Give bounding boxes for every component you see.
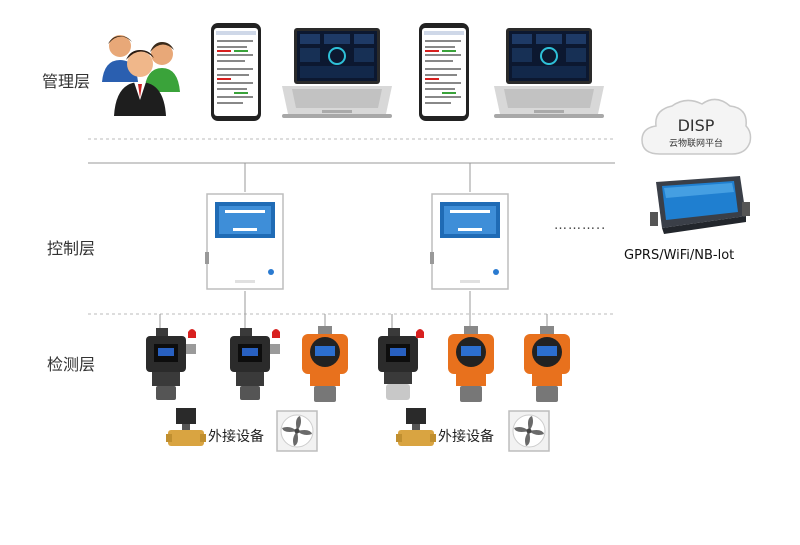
smartphone-device-2 [419, 23, 469, 121]
cloud-icon [641, 98, 752, 155]
gas-detector-orange-2 [448, 326, 494, 402]
gas-detector-black-2 [230, 328, 280, 400]
label-control-layer: 控制层 [47, 239, 96, 258]
gas-detector-black-3 [378, 328, 424, 400]
controller-cabinet-2 [430, 193, 509, 290]
label-detection-layer: 检测层 [47, 355, 96, 374]
laptop-device-1 [282, 28, 392, 118]
gateway-device-icon [650, 176, 750, 234]
laptop-device-2 [494, 28, 604, 118]
external-devices-label-2: 外接设备 [438, 429, 494, 445]
cloud-subtitle: 云物联网平台 [668, 139, 723, 149]
label-management-layer: 管理层 [42, 72, 91, 91]
external-devices-label-1: 外接设备 [208, 429, 264, 445]
exhaust-fan-icon-1 [276, 410, 318, 452]
cloud-title: DISP [677, 116, 715, 135]
solenoid-valve-icon-2 [396, 408, 436, 446]
exhaust-fan-icon-2 [508, 410, 550, 452]
solenoid-valve-icon-1 [166, 408, 206, 446]
ellipsis-more-controllers: ……….. [554, 218, 607, 233]
smartphone-device-1 [211, 23, 261, 121]
gas-detector-orange-1 [302, 326, 348, 402]
users-group-icon [102, 35, 180, 116]
network-protocol-label: GPRS/WiFi/NB-lot [624, 248, 735, 263]
gas-detector-orange-3 [524, 326, 570, 402]
gas-detector-black-1 [146, 328, 196, 400]
cloud-platform: DISP 云物联网平台 [638, 92, 754, 162]
controller-cabinet-1 [205, 193, 284, 290]
